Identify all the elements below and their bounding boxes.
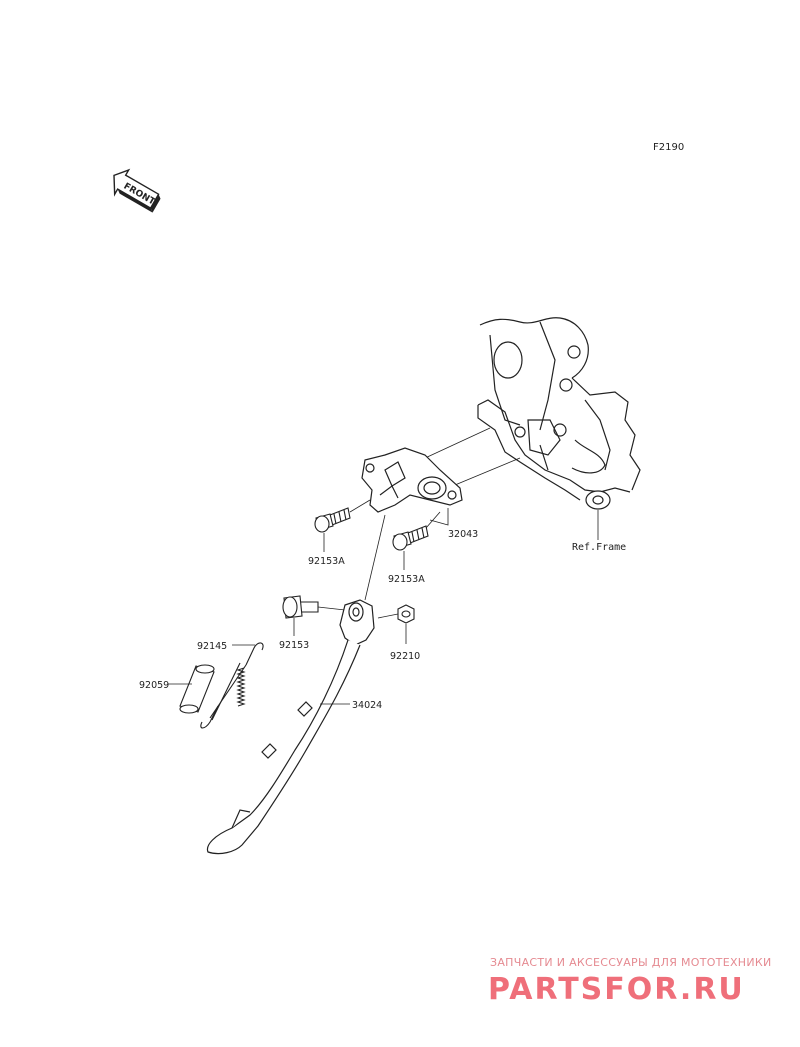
part-32043-leader: [429, 508, 449, 526]
watermark-brand: PARTSFOR.RU: [488, 972, 745, 1007]
part-32043-label: 32043: [448, 529, 478, 540]
front-arrow-icon: FRONT: [113, 168, 161, 213]
watermark-caption: ЗАПЧАСТИ И АКСЕССУАРЫ ДЛЯ МОТОТЕХНИКИ: [490, 956, 772, 969]
part-92059-label: 92059: [139, 680, 169, 691]
pivot-bolt-leader: [317, 606, 346, 611]
part-92153a-2-label: 92153A: [388, 574, 425, 585]
part-92145-label: 92145: [197, 641, 227, 652]
spring-92145: [200, 642, 264, 729]
collar-92059: [179, 664, 215, 714]
pivot-guide-line: [364, 514, 386, 601]
diagram-code: F2190: [653, 142, 684, 153]
guide-line-lower: [454, 457, 521, 486]
frame-reference: [477, 317, 641, 510]
part-34024-label: 34024: [352, 700, 382, 711]
pivot-bolt-92153: [282, 595, 319, 619]
part-92210-label: 92210: [390, 651, 420, 662]
bolt-92153a-left-leader: [349, 499, 371, 513]
nut-92210: [397, 604, 415, 624]
part-92153-label: 92153: [279, 640, 309, 651]
side-stand-bracket: [361, 447, 463, 513]
bolt-92153a-right: [392, 525, 429, 551]
side-stand: [206, 599, 375, 855]
bolt-92153a-right-leader: [425, 511, 441, 529]
part-92153a-1-label: 92153A: [308, 556, 345, 567]
nut-leader: [377, 613, 399, 619]
ref-frame-label: Ref.Frame: [572, 542, 626, 553]
bolt-92153a-left: [314, 507, 351, 533]
